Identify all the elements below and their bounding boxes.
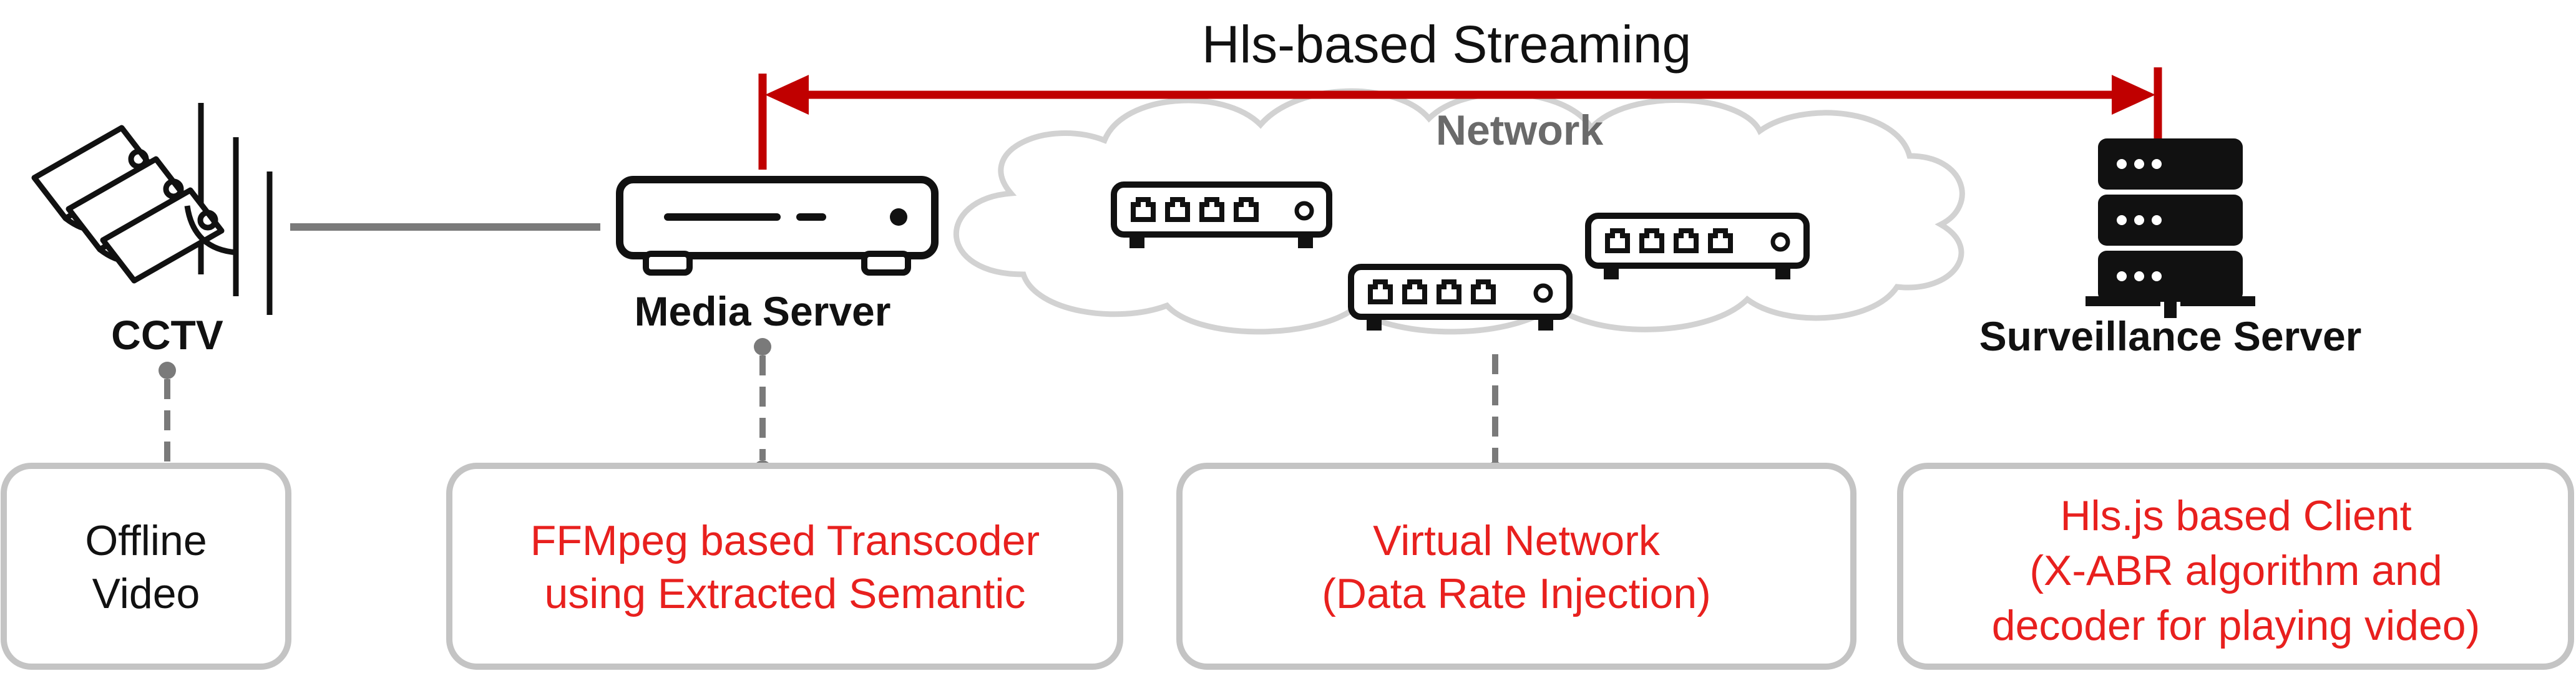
virtual-network-box: Virtual Network (Data Rate Injection) [1176, 463, 1856, 670]
cctv-camera-icon [31, 103, 273, 315]
client-box: Hls.js based Client (X-ABR algorithm and… [1897, 463, 2574, 670]
client-line-2: (X-ABR algorithm and [2029, 547, 2442, 594]
virtual-network-line-2: (Data Rate Injection) [1322, 570, 1711, 617]
surveillance-server-icon [2086, 138, 2255, 318]
transcoder-box: FFMpeg based Transcoder using Extracted … [446, 463, 1123, 670]
network-switch-icon [1348, 264, 1573, 331]
client-line-3: decoder for playing video) [1992, 602, 2480, 649]
network-switch-icon [1111, 181, 1332, 248]
connector-network-virtual [1486, 354, 1504, 479]
client-line-1: Hls.js based Client [2060, 492, 2411, 539]
offline-video-box: Offline Video [1, 463, 291, 670]
offline-video-line-2: Video [92, 570, 200, 617]
streaming-label: Hls-based Streaming [1202, 15, 1691, 74]
connector-media-transcoder [754, 338, 771, 478]
virtual-network-line-1: Virtual Network [1373, 517, 1661, 564]
media-server-label: Media Server [635, 288, 891, 334]
streaming-arrow: Hls-based Streaming [758, 15, 2162, 170]
network-switch-icon [1585, 213, 1810, 279]
media-server-icon [616, 176, 939, 276]
transcoder-line-2: using Extracted Semantic [544, 570, 1025, 617]
cctv-label: CCTV [111, 312, 223, 358]
offline-video-line-1: Offline [85, 517, 207, 564]
network-label: Network [1436, 107, 1603, 154]
surveillance-server-label: Surveillance Server [1979, 313, 2362, 359]
network-cloud: Network [954, 88, 1965, 335]
transcoder-line-1: FFMpeg based Transcoder [530, 517, 1040, 564]
